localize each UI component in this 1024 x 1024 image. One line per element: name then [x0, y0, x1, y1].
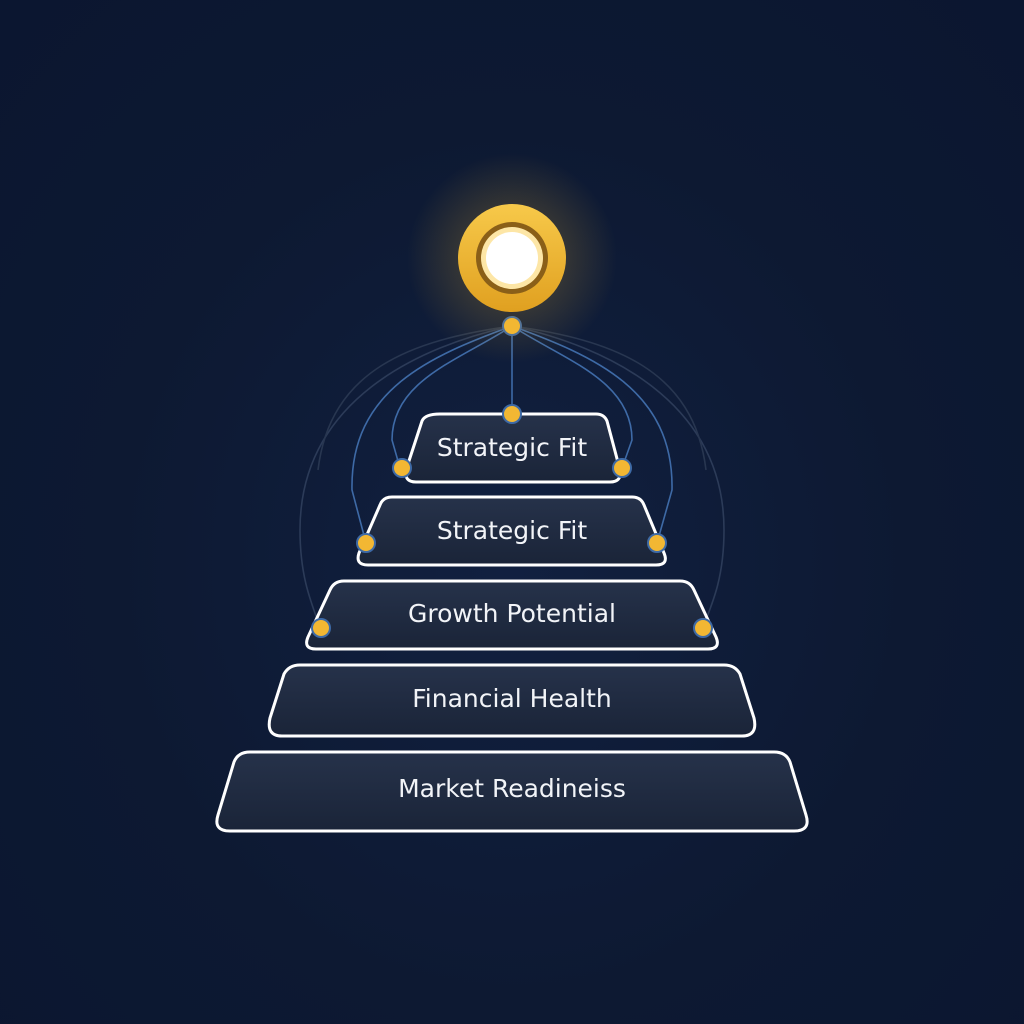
node-tier-1-top: [502, 404, 522, 424]
node-tier-1-right: [612, 458, 632, 478]
tier-4: Financial Health: [267, 663, 757, 738]
node-tier-1-left: [392, 458, 412, 478]
node-tier-2-left: [356, 533, 376, 553]
node-tier-3-right: [693, 618, 713, 638]
tier-1: Strategic Fit: [404, 412, 622, 484]
node-tier-3-left: [311, 618, 331, 638]
tier-5-label: Market Readineiss: [398, 774, 626, 803]
tier-3-label: Growth Potential: [408, 599, 616, 628]
connector-low-left: [299, 325, 513, 628]
tier-2-label: Strategic Fit: [437, 516, 587, 545]
tier-4-label: Financial Health: [412, 684, 612, 713]
tier-2: Strategic Fit: [356, 495, 667, 567]
tier-1-label: Strategic Fit: [437, 433, 587, 462]
connector-low-right: [511, 325, 725, 628]
apex-glow-icon: [407, 153, 617, 363]
tier-3: Growth Potential: [305, 579, 719, 651]
tier-5: Market Readineiss: [215, 750, 809, 833]
node-tier-2-right: [647, 533, 667, 553]
tiers: Strategic Fit Strategic Fit Growth Poten…: [215, 412, 809, 833]
